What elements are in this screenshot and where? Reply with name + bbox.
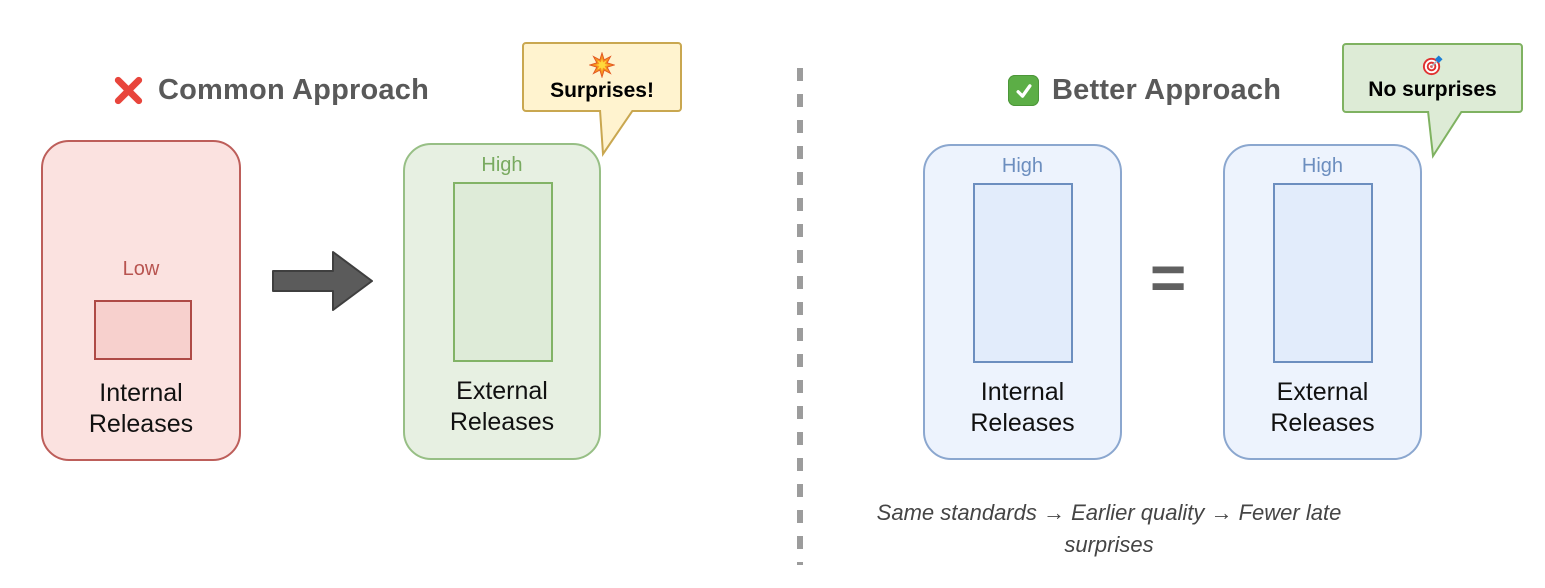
quality-level-label: Low bbox=[122, 258, 160, 280]
box-name-label: External Releases bbox=[449, 377, 555, 436]
no-surprises-callout-tail bbox=[1427, 111, 1463, 159]
cross-mark-icon bbox=[112, 74, 145, 107]
target-icon bbox=[1421, 54, 1444, 77]
surprises-callout-label: Surprises! bbox=[550, 78, 654, 102]
better-approach-caption: Same standards → Earlier quality → Fewer… bbox=[876, 500, 1342, 557]
better-approach-title-label: Better Approach bbox=[1052, 74, 1282, 106]
internal-releases-box-common: Low Internal Releases bbox=[41, 140, 241, 461]
collision-burst-icon bbox=[589, 51, 615, 78]
no-surprises-callout-label: No surprises bbox=[1368, 78, 1497, 101]
common-approach-title-label: Common Approach bbox=[158, 74, 429, 106]
divider-dashed-line bbox=[797, 68, 803, 565]
external-releases-box-common: High External Releases bbox=[403, 143, 601, 460]
quality-level-label: High bbox=[481, 154, 523, 176]
quality-level-label: High bbox=[1001, 155, 1044, 177]
box-name-label: Internal Releases bbox=[88, 379, 194, 438]
right-arrow-icon bbox=[272, 251, 373, 311]
no-surprises-callout: No surprises bbox=[1342, 43, 1523, 113]
box-name-label: Internal Releases bbox=[970, 378, 1075, 437]
quality-level-rect bbox=[453, 182, 553, 362]
internal-releases-box-better: High Internal Releases bbox=[923, 144, 1122, 460]
external-releases-box-better: High External Releases bbox=[1223, 144, 1422, 460]
equals-sign: = bbox=[1150, 244, 1187, 313]
quality-level-rect bbox=[94, 300, 192, 360]
quality-level-rect bbox=[973, 183, 1073, 363]
check-mark-icon bbox=[1008, 75, 1039, 106]
better-approach-title: Better Approach bbox=[1008, 74, 1281, 107]
quality-level-label: High bbox=[1301, 155, 1344, 177]
quality-level-rect bbox=[1273, 183, 1373, 363]
surprises-callout: Surprises! bbox=[522, 42, 682, 112]
box-name-label: External Releases bbox=[1270, 378, 1375, 437]
common-approach-title: Common Approach bbox=[112, 74, 429, 107]
surprises-callout-tail bbox=[599, 110, 634, 157]
